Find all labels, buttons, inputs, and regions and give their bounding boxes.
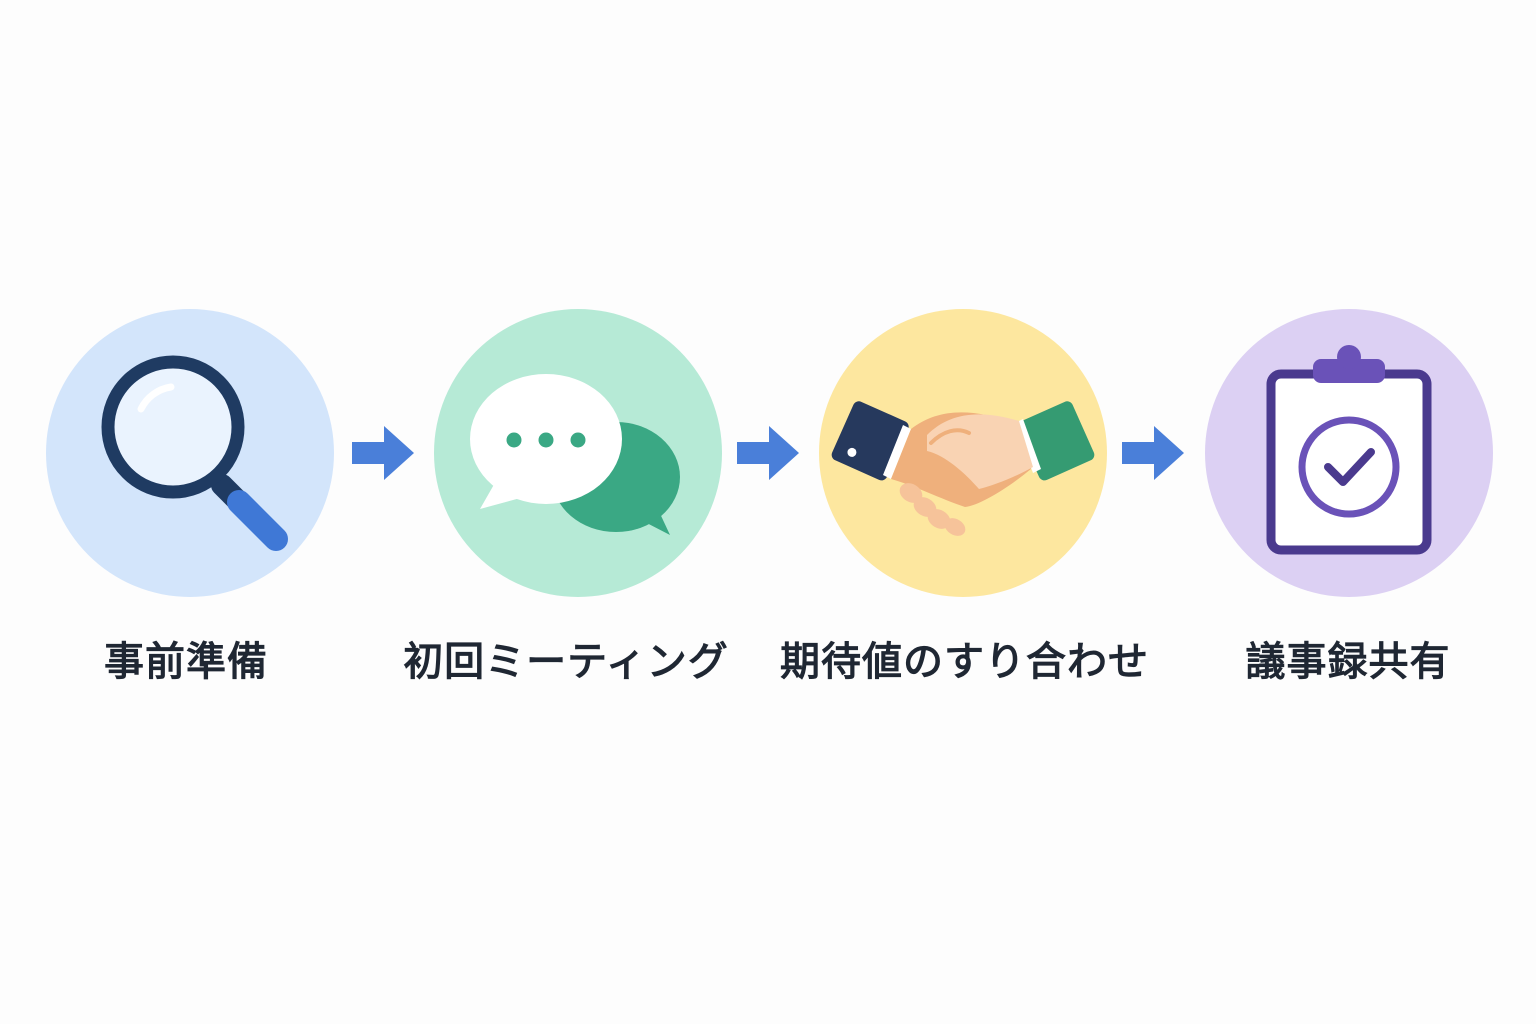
step-4-label: 議事録共有 (1245, 639, 1451, 685)
right-arrow-icon (733, 423, 803, 483)
step-1-circle (46, 309, 334, 597)
handshake-icon (819, 309, 1107, 597)
clipboard-check-icon (1205, 309, 1493, 597)
magnifying-glass-icon (46, 309, 334, 597)
step-2-circle (434, 309, 722, 597)
step-2-label: 初回ミーティング (403, 639, 729, 685)
step-3-circle (819, 309, 1107, 597)
right-arrow-icon (348, 423, 418, 483)
right-arrow-icon (1118, 423, 1188, 483)
step-4-circle (1205, 309, 1493, 597)
speech-bubbles-icon (434, 309, 722, 597)
step-1-label: 事前準備 (104, 639, 268, 685)
step-3-label: 期待値のすり合わせ (780, 639, 1149, 685)
